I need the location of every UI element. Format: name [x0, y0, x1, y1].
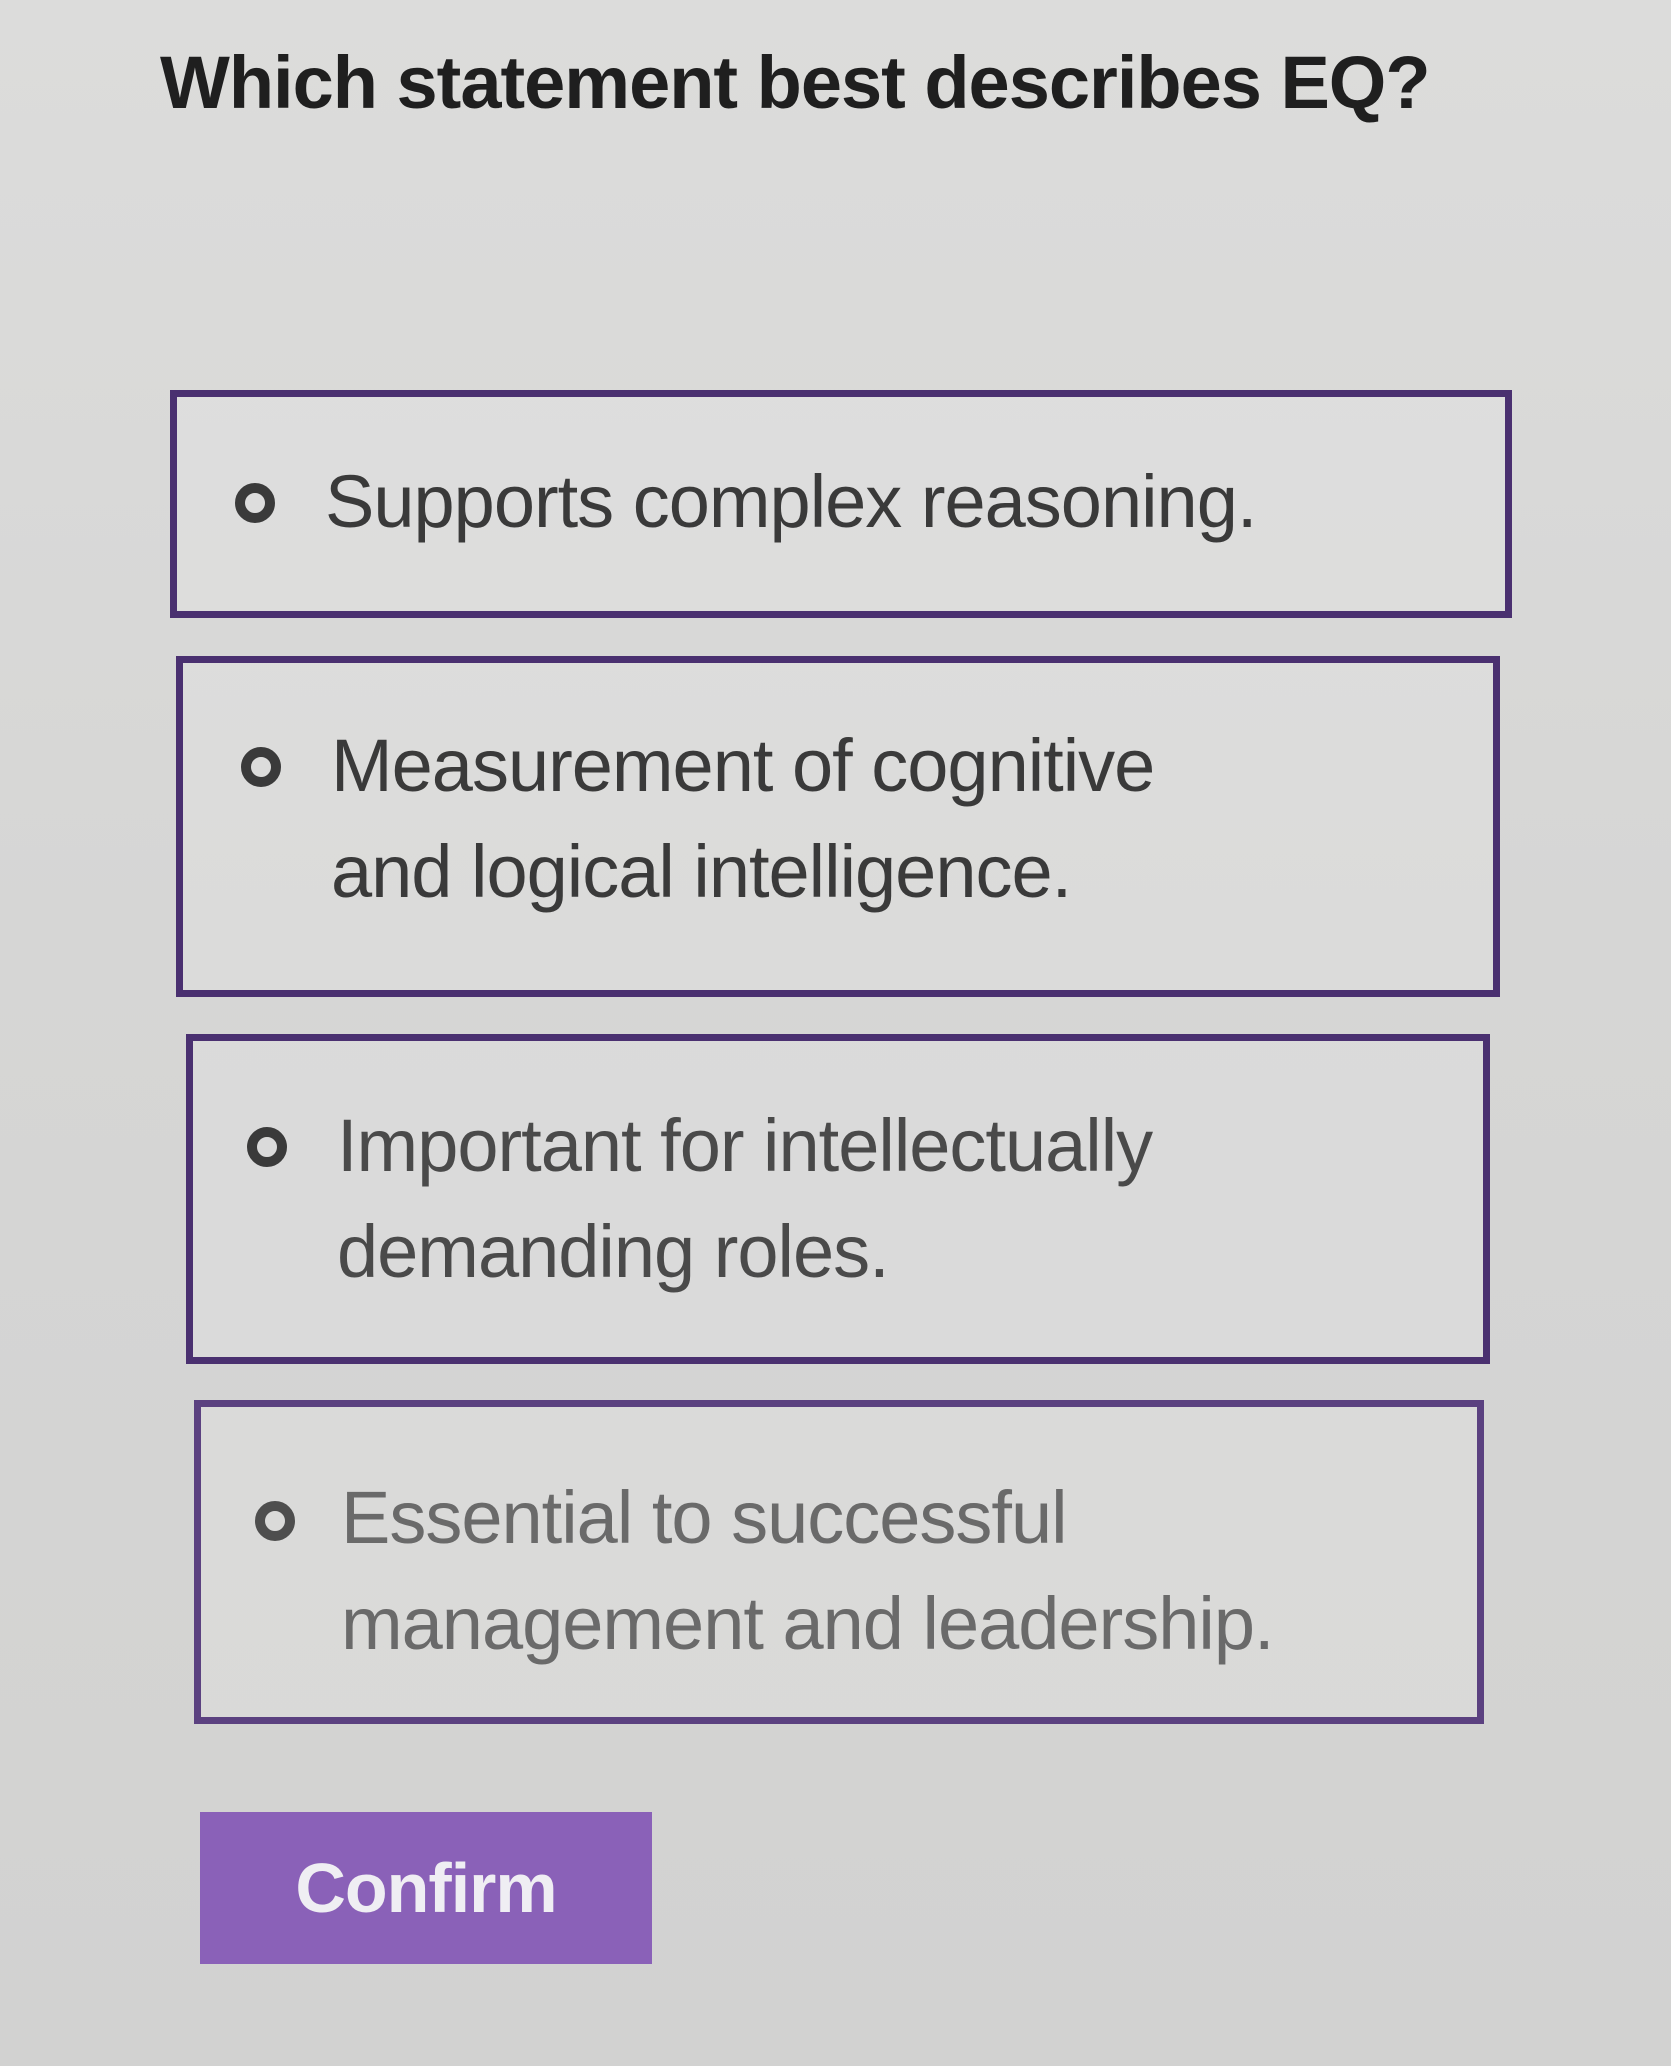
answer-option-4[interactable]: Essential to successful management and l…	[194, 1400, 1484, 1724]
answer-option-label: Measurement of cognitive and logical int…	[331, 724, 1155, 913]
radio-button-icon[interactable]	[247, 1127, 287, 1167]
answer-option-label: Essential to successful management and l…	[341, 1476, 1275, 1665]
question-title: Which statement best describes EQ?	[160, 41, 1431, 124]
confirm-button[interactable]: Confirm	[200, 1812, 652, 1964]
answer-option-3[interactable]: Important for intellectually demanding r…	[186, 1034, 1490, 1364]
radio-button-icon[interactable]	[241, 747, 281, 787]
answer-option-1[interactable]: Supports complex reasoning.	[170, 390, 1512, 618]
answer-option-2[interactable]: Measurement of cognitive and logical int…	[176, 656, 1500, 997]
radio-button-icon[interactable]	[255, 1501, 295, 1541]
answer-option-label: Supports complex reasoning.	[325, 460, 1257, 543]
answer-option-label: Important for intellectually demanding r…	[337, 1104, 1153, 1293]
radio-button-icon[interactable]	[235, 483, 275, 523]
